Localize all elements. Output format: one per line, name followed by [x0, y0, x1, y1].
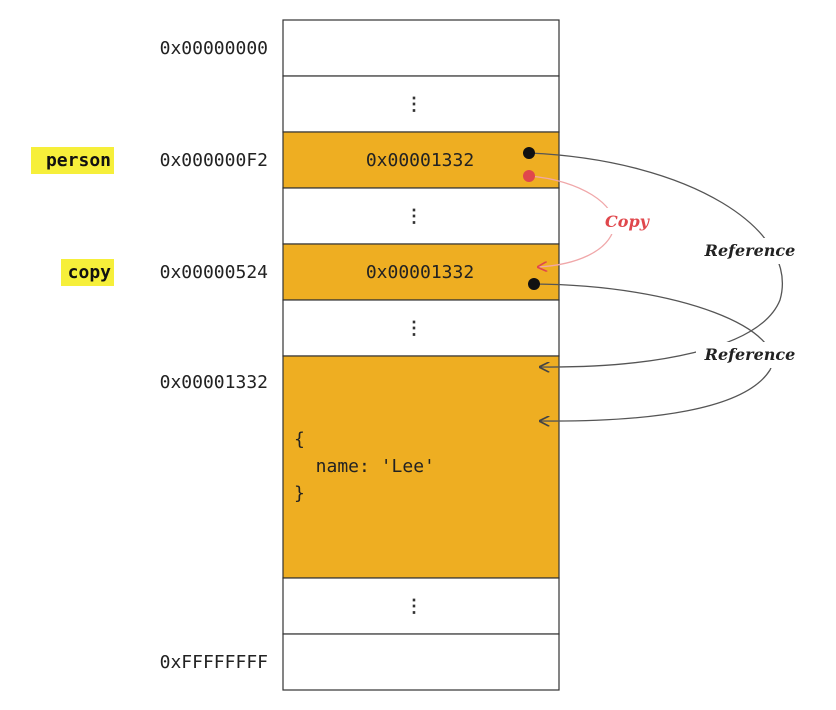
memory-cell-copy: [282, 243, 560, 301]
memory-cell-object: [282, 355, 560, 579]
object-line-name: name: 'Lee': [294, 456, 435, 477]
ellipsis-3: ⋮: [405, 318, 423, 339]
person-pointer-dot: [523, 147, 535, 159]
reference-label-2-bg: [696, 342, 804, 368]
memory-cell-0: [282, 19, 560, 77]
reference-arrow-person: [528, 152, 783, 367]
value-person: 0x00001332: [366, 150, 474, 171]
ellipsis-4: ⋮: [405, 596, 423, 617]
copy-label: Copy: [605, 212, 651, 231]
value-copy: 0x00001332: [366, 262, 474, 283]
variable-copy: copy: [68, 262, 112, 283]
object-line-close: }: [294, 483, 305, 504]
copy-highlight: [61, 259, 114, 286]
address-last: 0xFFFFFFFF: [160, 652, 268, 673]
address-object: 0x00001332: [160, 372, 268, 393]
memory-cell-last: [282, 633, 560, 691]
memory-cell-gap-2: [282, 187, 560, 245]
ellipsis-2: ⋮: [405, 206, 423, 227]
memory-cell-gap-3: [282, 299, 560, 357]
address-0: 0x00000000: [160, 38, 268, 59]
address-copy: 0x00000524: [160, 262, 268, 283]
memory-cell-person: [282, 131, 560, 189]
ellipsis-1: ⋮: [405, 94, 423, 115]
memory-cell-gap-1: [282, 75, 560, 133]
reference-arrow-copy: [533, 283, 773, 421]
reference-label-2: Reference: [704, 345, 796, 364]
copy-source-dot: [523, 170, 535, 182]
copy-label-bg: [596, 208, 658, 234]
person-highlight: [31, 147, 114, 174]
variable-person: person: [46, 150, 111, 171]
object-line-open: {: [294, 429, 305, 450]
reference-label-1-bg: [696, 238, 804, 264]
copy-pointer-dot: [528, 278, 540, 290]
reference-label-1: Reference: [704, 241, 796, 260]
address-person: 0x000000F2: [160, 150, 268, 171]
